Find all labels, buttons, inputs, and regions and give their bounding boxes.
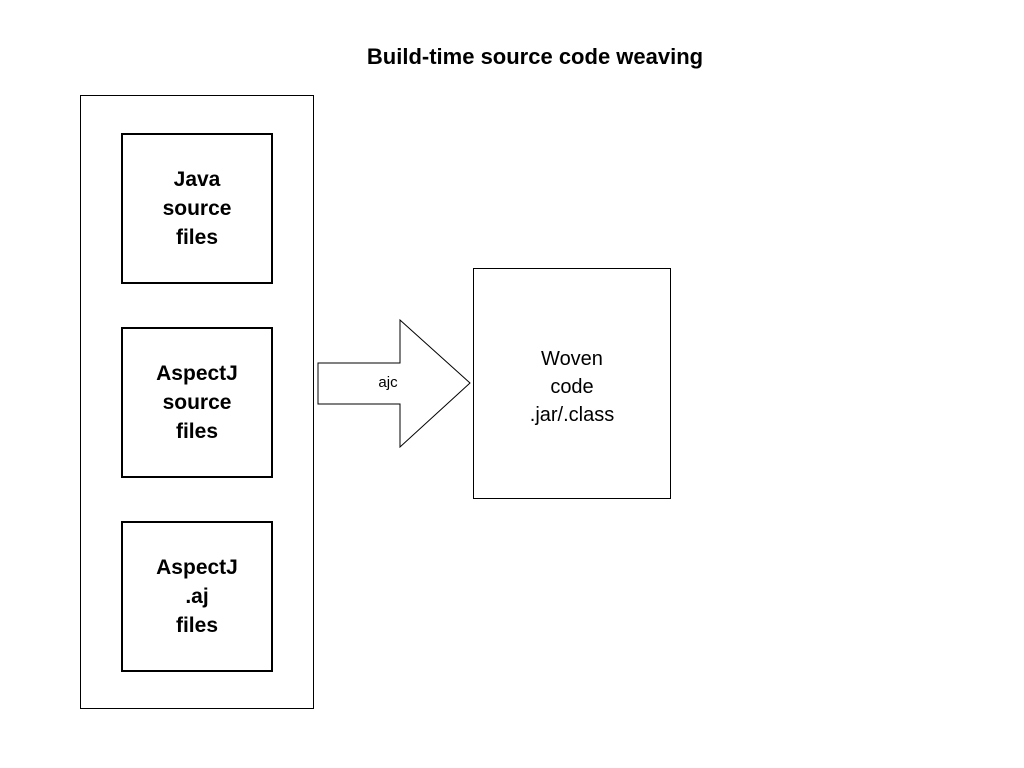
box-label-line: Java bbox=[173, 168, 221, 191]
box-label-line: code bbox=[550, 376, 594, 398]
box-label-line: source bbox=[162, 391, 232, 414]
input-group-box bbox=[80, 95, 314, 709]
java-source-files-box: Java source files bbox=[121, 133, 273, 284]
box-label-line: Woven bbox=[541, 348, 603, 370]
box-label-line: AspectJ bbox=[156, 362, 238, 385]
box-label-line: .jar/.class bbox=[529, 404, 615, 426]
woven-code-box: Woven code .jar/.class bbox=[473, 268, 671, 499]
arrow-label: ajc bbox=[378, 374, 398, 391]
aspectj-source-files-box: AspectJ source files bbox=[121, 327, 273, 478]
box-label-line: .aj bbox=[185, 585, 209, 608]
arrow-shape bbox=[317, 318, 471, 449]
box-label-line: files bbox=[175, 420, 219, 443]
box-label-line: AspectJ bbox=[156, 556, 238, 579]
box-label-line: files bbox=[175, 614, 219, 637]
aspectj-aj-files-box: AspectJ .aj files bbox=[121, 521, 273, 672]
box-label-line: files bbox=[175, 226, 219, 249]
diagram-title: Build-time source code weaving bbox=[366, 44, 704, 69]
box-label-line: source bbox=[162, 197, 232, 220]
